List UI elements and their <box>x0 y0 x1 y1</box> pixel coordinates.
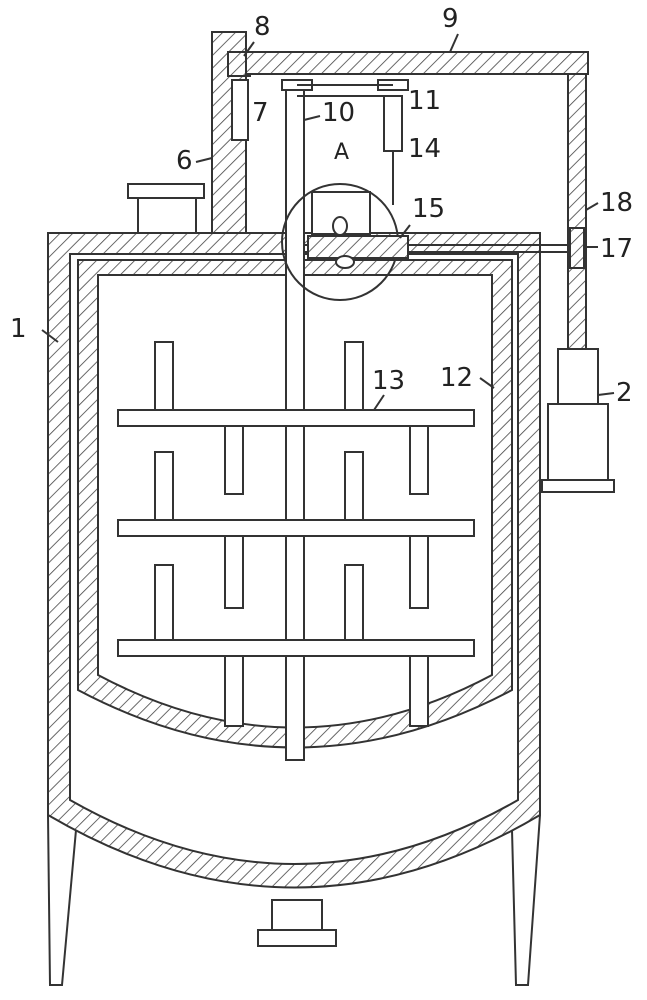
fin-l5 <box>155 565 173 640</box>
label-detail-a: A <box>334 142 349 164</box>
motor-base <box>542 480 614 492</box>
fin-r3 <box>345 452 363 520</box>
fin-r6 <box>410 656 428 726</box>
fin-l1 <box>155 342 173 410</box>
fin-r4 <box>410 536 428 608</box>
label-1: 1 <box>10 316 27 342</box>
label-17: 17 <box>600 236 633 262</box>
fin-r1 <box>345 342 363 410</box>
paddle-bar-1 <box>118 410 474 426</box>
label-8: 8 <box>254 14 271 40</box>
label-14: 14 <box>408 136 441 162</box>
fin-l4 <box>225 536 243 608</box>
left-leg <box>48 815 76 985</box>
outlet-flange <box>258 930 336 946</box>
side-chain <box>568 74 586 349</box>
label-2: 2 <box>616 380 633 406</box>
label-13: 13 <box>372 368 405 394</box>
label-18: 18 <box>600 190 633 216</box>
fin-r2 <box>410 426 428 494</box>
label-9: 9 <box>442 6 459 32</box>
motor-body <box>548 404 608 480</box>
label-6: 6 <box>176 148 193 174</box>
fin-l2 <box>225 426 243 494</box>
gear-17 <box>570 228 584 268</box>
paddle-bar-3 <box>118 640 474 656</box>
inlet-pipe <box>138 198 196 233</box>
bearing-2 <box>336 256 354 268</box>
leader-18 <box>586 203 598 210</box>
leader-6 <box>196 158 212 162</box>
slider-7 <box>232 80 248 140</box>
label-11: 11 <box>408 88 441 114</box>
leader-2 <box>598 393 614 395</box>
right-leg <box>512 815 540 985</box>
label-7: 7 <box>252 100 269 126</box>
label-15: 15 <box>412 196 445 222</box>
cylinder-11 <box>384 96 402 151</box>
fin-l3 <box>155 452 173 520</box>
inlet-flange <box>128 184 204 198</box>
fin-r5 <box>345 565 363 640</box>
bearing-1 <box>333 217 347 235</box>
top-beam <box>246 52 588 74</box>
motor-top <box>558 349 598 404</box>
leader-13 <box>374 395 384 410</box>
fin-l6 <box>225 656 243 726</box>
paddle-bar-2 <box>118 520 474 536</box>
leader-9 <box>450 34 458 52</box>
label-10: 10 <box>322 100 355 126</box>
leader-10 <box>304 116 320 120</box>
label-12: 12 <box>440 365 473 391</box>
nut-block <box>308 236 408 258</box>
outlet-pipe <box>272 900 322 932</box>
